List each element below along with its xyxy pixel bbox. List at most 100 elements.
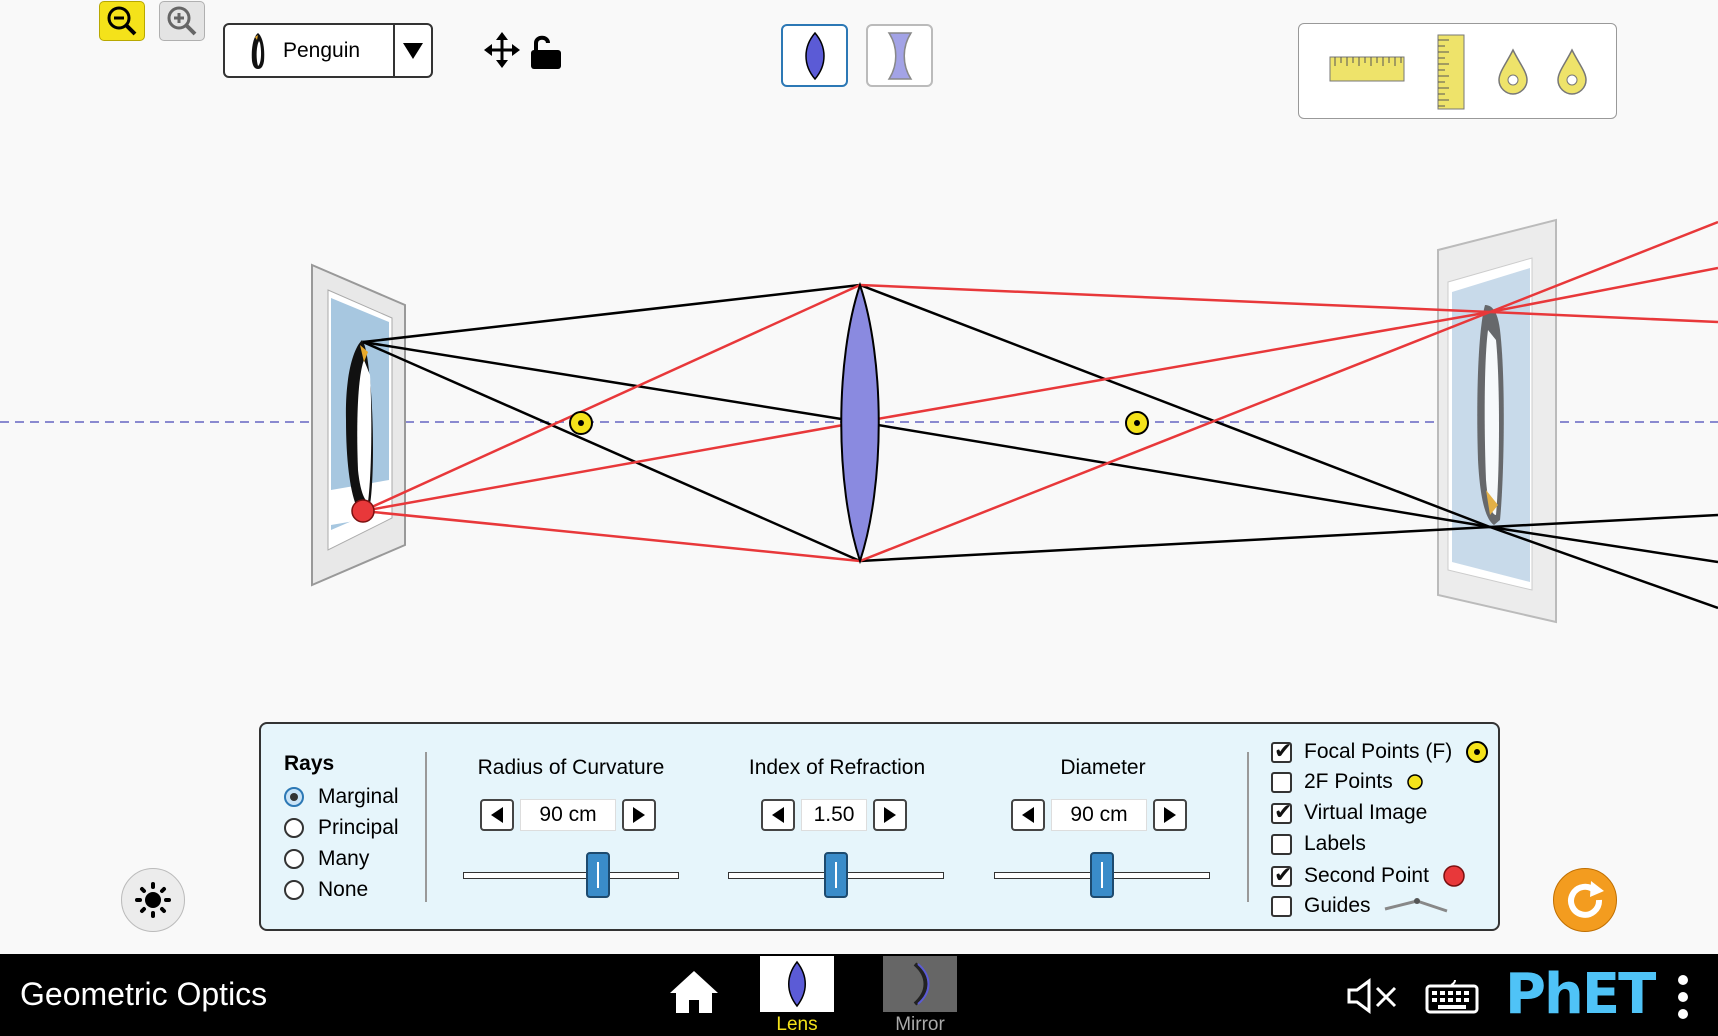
radius-decrement-button[interactable] [480,799,514,831]
rays-black [362,283,1718,610]
rays-option-many[interactable]: Many [284,847,369,871]
concave-lens-icon [887,31,912,80]
two-f-points-label: 2F Points [1304,770,1393,793]
magnifier-plus-icon [167,6,197,36]
zoom-out-button[interactable] [99,1,145,41]
reset-icon [1568,881,1604,918]
object-frame[interactable] [311,263,406,587]
focal-point-right[interactable] [1125,411,1149,435]
index-stepper: 1.50 [761,799,907,831]
panel-divider [425,752,427,902]
guides-icon [1384,898,1448,913]
penguin-icon [251,32,265,69]
rays-option-principal[interactable]: Principal [284,816,399,840]
image-frame [1437,218,1557,624]
radius-slider-thumb[interactable] [586,852,610,898]
rays-option-marginal[interactable]: Marginal [284,785,399,809]
focal-point-left[interactable] [569,411,593,435]
sound-muted-icon[interactable] [1345,978,1401,1019]
virtual-image-checkbox[interactable] [1271,799,1292,827]
sun-icon [135,882,171,918]
zoom-in-button[interactable] [159,1,205,41]
focal-points-checkbox-row[interactable]: Focal Points (F) [1271,738,1490,766]
light-rays-button[interactable] [121,868,185,932]
vertical-ruler-icon[interactable] [1437,34,1465,110]
radius-title: Radius of Curvature [477,756,665,779]
rays-option-label: Many [318,847,370,870]
two-f-points-checkbox[interactable] [1271,771,1292,793]
guides-checkbox-row[interactable]: Guides [1271,894,1449,918]
second-point-label: Second Point [1304,864,1429,887]
horizontal-ruler-icon[interactable] [1329,56,1405,82]
radio-many[interactable] [284,849,304,869]
diameter-decrement-button[interactable] [1011,799,1045,831]
radius-increment-button[interactable] [622,799,656,831]
lens-screen-button[interactable] [760,956,834,1012]
phet-logo[interactable]: PhET [1505,962,1656,1027]
radius-value: 90 cm [520,799,616,831]
mirror-screen-label[interactable]: Mirror [895,1014,945,1035]
vertical-dots-menu-icon[interactable] [1676,974,1690,1025]
position-marker-icon[interactable] [1496,48,1530,96]
move-arrows-icon[interactable] [484,32,520,73]
penguin-image [1477,305,1504,525]
two-f-points-checkbox-row[interactable]: 2F Points [1271,770,1425,794]
diameter-increment-button[interactable] [1153,799,1187,831]
position-marker-icon[interactable] [1555,48,1589,96]
radius-slider[interactable] [463,872,679,879]
index-increment-button[interactable] [873,799,907,831]
second-point-marker[interactable] [351,499,375,523]
object-select-divider [393,25,395,76]
object-select[interactable]: Penguin [223,23,433,78]
focal-points-checkbox[interactable] [1271,738,1292,766]
home-icon[interactable] [668,969,720,1020]
penguin-object[interactable] [345,340,373,505]
labels-checkbox-row[interactable]: Labels [1271,832,1366,856]
rays-option-label: None [318,878,369,901]
second-point-checkbox-row[interactable]: Second Point [1271,862,1467,890]
diameter-stepper: 90 cm [1011,799,1187,831]
keyboard-icon[interactable] [1425,978,1479,1019]
diameter-title: Diameter [1060,756,1146,779]
second-point-checkbox[interactable] [1271,862,1292,890]
index-slider-thumb[interactable] [824,852,848,898]
rays-title: Rays [284,752,335,775]
guides-checkbox[interactable] [1271,895,1292,917]
diameter-value: 90 cm [1051,799,1147,831]
rays-option-label: Principal [318,816,399,839]
toolbox [1298,23,1617,119]
two-f-point-icon [1406,774,1423,790]
convex-lens[interactable] [840,281,880,565]
panel-divider [1247,752,1249,902]
reset-all-button[interactable] [1553,868,1617,932]
index-value: 1.50 [801,799,867,831]
optics-scene [0,218,1718,624]
lens-screen-label[interactable]: Lens [776,1014,818,1035]
radio-none[interactable] [284,880,304,900]
index-decrement-button[interactable] [761,799,795,831]
virtual-image-label: Virtual Image [1304,801,1428,824]
mirror-icon [913,962,930,1006]
guides-label: Guides [1304,894,1371,917]
rays-option-none[interactable]: None [284,878,368,902]
sim-title: Geometric Optics [20,976,268,1012]
radio-marginal[interactable] [284,787,304,807]
chevron-down-icon[interactable] [395,42,431,60]
object-select-label: Penguin [283,38,361,62]
concave-lens-toggle[interactable] [866,24,933,87]
labels-checkbox[interactable] [1271,833,1292,855]
mirror-screen-button[interactable] [883,956,957,1012]
rays-red [362,220,1718,563]
focal-point-icon [1466,741,1489,763]
convex-lens-icon [788,960,806,1008]
second-point-icon [1443,865,1465,887]
control-panel: Rays Marginal Principal Many None Radius… [259,722,1500,931]
diameter-slider-thumb[interactable] [1090,852,1114,898]
virtual-image-checkbox-row[interactable]: Virtual Image [1271,799,1428,827]
rays-option-label: Marginal [318,785,399,808]
convex-lens-toggle[interactable] [781,24,848,87]
unlocked-padlock-icon[interactable] [528,32,564,75]
radio-principal[interactable] [284,818,304,838]
convex-lens-icon [804,31,825,80]
radius-stepper: 90 cm [480,799,656,831]
